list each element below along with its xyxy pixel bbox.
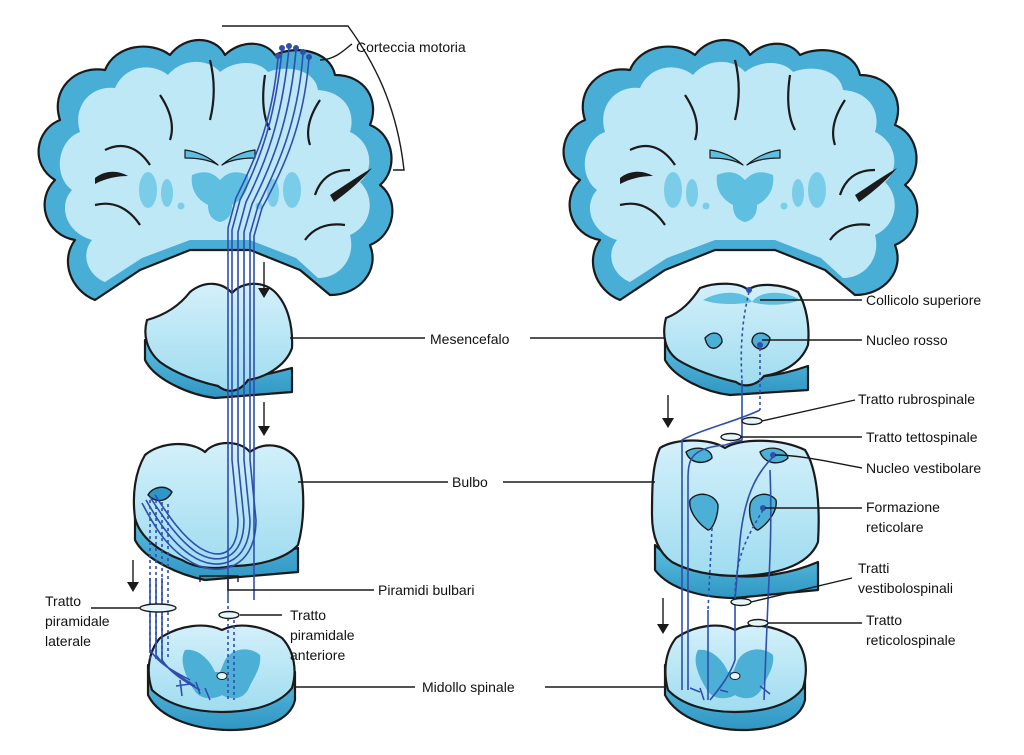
label-corteccia-motoria: Corteccia motoria <box>356 39 466 55</box>
midollo-left <box>146 624 297 732</box>
right-pathway <box>562 38 919 732</box>
motor-cortex-neurons <box>275 43 312 60</box>
label-piramidi-bulbari: Piramidi bulbari <box>378 582 474 598</box>
label-tratto-reticolospinale-2: reticolospinale <box>866 632 956 648</box>
left-pathway <box>37 25 405 732</box>
label-tratti-vestibolospinali-1: Tratti <box>858 560 889 576</box>
label-tratto-piramidale-anteriore-1: Tratto <box>290 607 326 623</box>
descending-arrows-right <box>657 395 674 634</box>
labels: Corteccia motoria Mesencefalo Bulbo Pira… <box>45 39 981 695</box>
label-tratto-piramidale-laterale-3: laterale <box>45 633 91 649</box>
pyramidal-tracts <box>141 47 310 701</box>
motor-cortex-bracket <box>222 25 405 171</box>
label-formazione-reticolare-2: reticolare <box>866 519 924 535</box>
mesencefalo-right <box>663 282 810 397</box>
label-tratto-tettospinale: Tratto tettospinale <box>866 429 978 445</box>
brain-right <box>562 38 919 302</box>
label-bulbo: Bulbo <box>452 474 488 490</box>
label-tratto-piramidale-anteriore-2: piramidale <box>290 627 355 643</box>
label-nucleo-vestibolare: Nucleo vestibolare <box>866 460 981 476</box>
label-tratto-rubrospinale: Tratto rubrospinale <box>858 391 975 407</box>
label-tratto-piramidale-laterale-1: Tratto <box>45 593 81 609</box>
label-mesencefalo: Mesencefalo <box>430 331 510 347</box>
brain-left <box>37 38 394 302</box>
bulbo-left <box>132 441 305 582</box>
extrapyramidal-tracts <box>681 291 774 701</box>
label-tratto-reticolospinale-1: Tratto <box>866 612 902 628</box>
label-tratto-piramidale-anteriore-3: anteriore <box>290 647 345 663</box>
mesencefalo-left <box>143 282 294 400</box>
bulbo-right <box>650 439 820 600</box>
label-midollo-spinale: Midollo spinale <box>422 679 515 695</box>
label-nucleo-rosso: Nucleo rosso <box>866 332 948 348</box>
descending-arrows-left <box>127 262 270 592</box>
label-formazione-reticolare-1: Formazione <box>866 499 940 515</box>
leader-lines <box>91 43 863 688</box>
label-collicolo-superiore: Collicolo superiore <box>866 292 981 308</box>
label-tratto-piramidale-laterale-2: piramidale <box>45 613 110 629</box>
label-tratti-vestibolospinali-2: vestibolospinali <box>858 580 953 596</box>
